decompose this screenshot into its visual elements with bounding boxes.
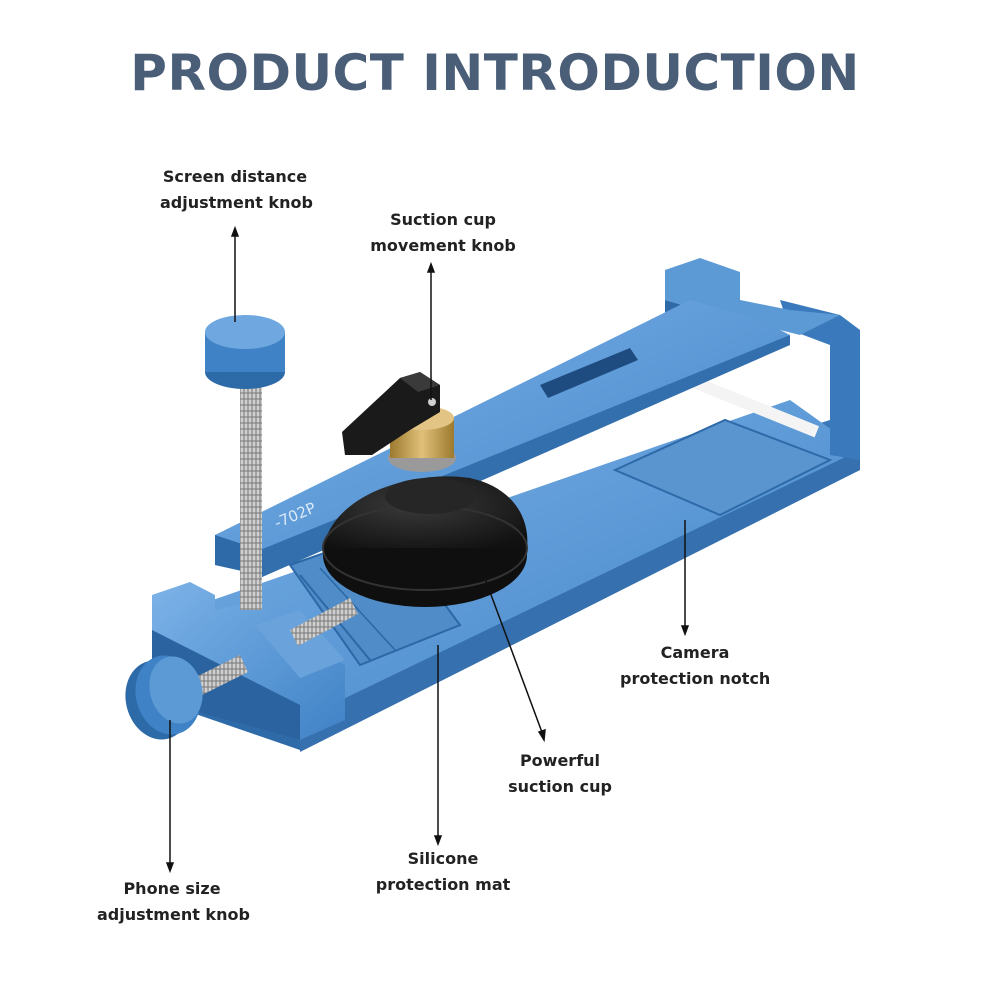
camera-protection-notch (612, 418, 833, 517)
callout-screen-distance-knob: Screen distance adjustment knob (160, 164, 313, 216)
callout-line: adjustment knob (97, 905, 250, 924)
callout-line: Suction cup (390, 210, 496, 229)
callout-line: protection notch (620, 669, 771, 688)
callout-silicone-mat: Silicone protection mat (368, 846, 518, 898)
callout-line: adjustment knob (160, 193, 313, 212)
callout-line: Screen distance (162, 167, 308, 186)
callout-camera-notch: Camera protection notch (620, 640, 770, 692)
leader-lines (165, 225, 690, 874)
callout-phone-size-knob: Phone size adjustment knob (97, 876, 250, 928)
callout-line: Camera (660, 643, 730, 662)
phone-size-adjustment-knob (125, 598, 358, 740)
callout-line: suction cup (508, 777, 612, 796)
suction-cup (322, 476, 528, 607)
callout-line: Powerful (519, 751, 601, 770)
screen-distance-adjustment-knob (205, 315, 285, 610)
callout-line: Phone size (123, 879, 221, 898)
callout-line: protection mat (375, 875, 511, 894)
callout-suction-cup: Powerful suction cup (485, 748, 635, 800)
callout-line: movement knob (370, 236, 516, 255)
callout-line: Silicone (407, 849, 479, 868)
callout-suction-cup-knob: Suction cup movement knob (368, 207, 518, 259)
suction-cup-movement-knob (342, 372, 456, 472)
page-title: PRODUCT INTRODUCTION (130, 44, 860, 102)
